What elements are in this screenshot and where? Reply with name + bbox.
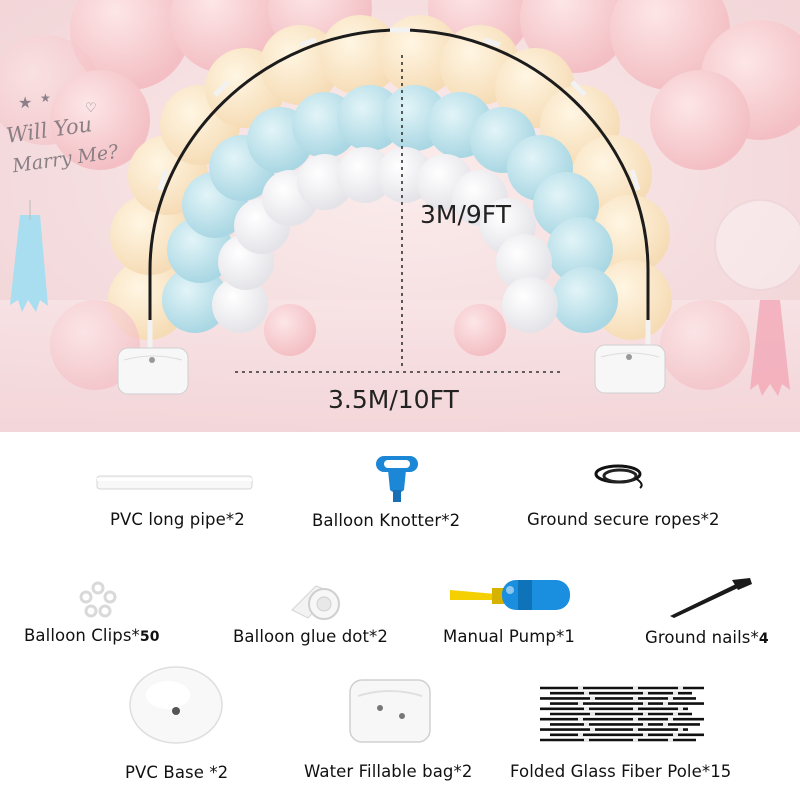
item-label-ground-secure-ropes: Ground secure ropes*2 [527, 510, 720, 529]
water-bag-icon [349, 679, 431, 743]
white-balloon-ring [212, 147, 558, 333]
balloon-knotter-icon [376, 456, 418, 502]
rope-coil-icon [594, 464, 643, 489]
item-label-balloon-clips: Balloon Clips*50 [24, 626, 160, 645]
item-label-folded-glass-fiber-pole: Folded Glass Fiber Pole*15 [510, 762, 732, 781]
height-dimension-label: 3M/9FT [420, 200, 512, 229]
star-heart-decoration: ★ ★ ♡ [18, 91, 97, 116]
width-dimension-label: 3.5M/10FT [328, 385, 459, 414]
glass-fiber-poles-icon [540, 686, 704, 742]
pink-tassel-decoration [750, 300, 790, 396]
water-bag-base-left [117, 347, 189, 395]
glue-dot-roll-icon [291, 585, 340, 620]
item-label-pvc-base: PVC Base *2 [125, 763, 229, 782]
arch-connectors [147, 27, 651, 352]
svg-text:♡: ♡ [85, 101, 97, 116]
arch-hero-photo: ★ ★ ♡ [0, 0, 800, 432]
blue-tassel-decoration [10, 200, 48, 312]
svg-text:★: ★ [18, 93, 32, 112]
item-label-balloon-knotter: Balloon Knotter*2 [312, 511, 461, 530]
svg-text:★: ★ [40, 91, 51, 105]
item-label-balloon-glue-dot: Balloon glue dot*2 [233, 627, 388, 646]
blue-balloon-ring [162, 85, 618, 333]
pink-inner-balloons [50, 300, 750, 390]
arch-scene-illustration: ★ ★ ♡ [0, 0, 800, 432]
pvc-base-icon [129, 666, 223, 744]
item-label-manual-pump: Manual Pump*1 [443, 627, 575, 646]
pvc-pipe-icon [96, 475, 253, 490]
ground-nail-icon [670, 578, 752, 618]
water-bag-base-right [594, 344, 666, 394]
hand-pump-icon [450, 580, 570, 610]
item-label-pvc-long-pipe: PVC long pipe*2 [110, 510, 245, 529]
clear-bubble-balloon [714, 199, 800, 291]
item-label-water-fillable-bag: Water Fillable bag*2 [304, 762, 473, 781]
item-label-ground-nails: Ground nails*4 [645, 628, 769, 647]
balloon-clip-icon [79, 581, 117, 618]
